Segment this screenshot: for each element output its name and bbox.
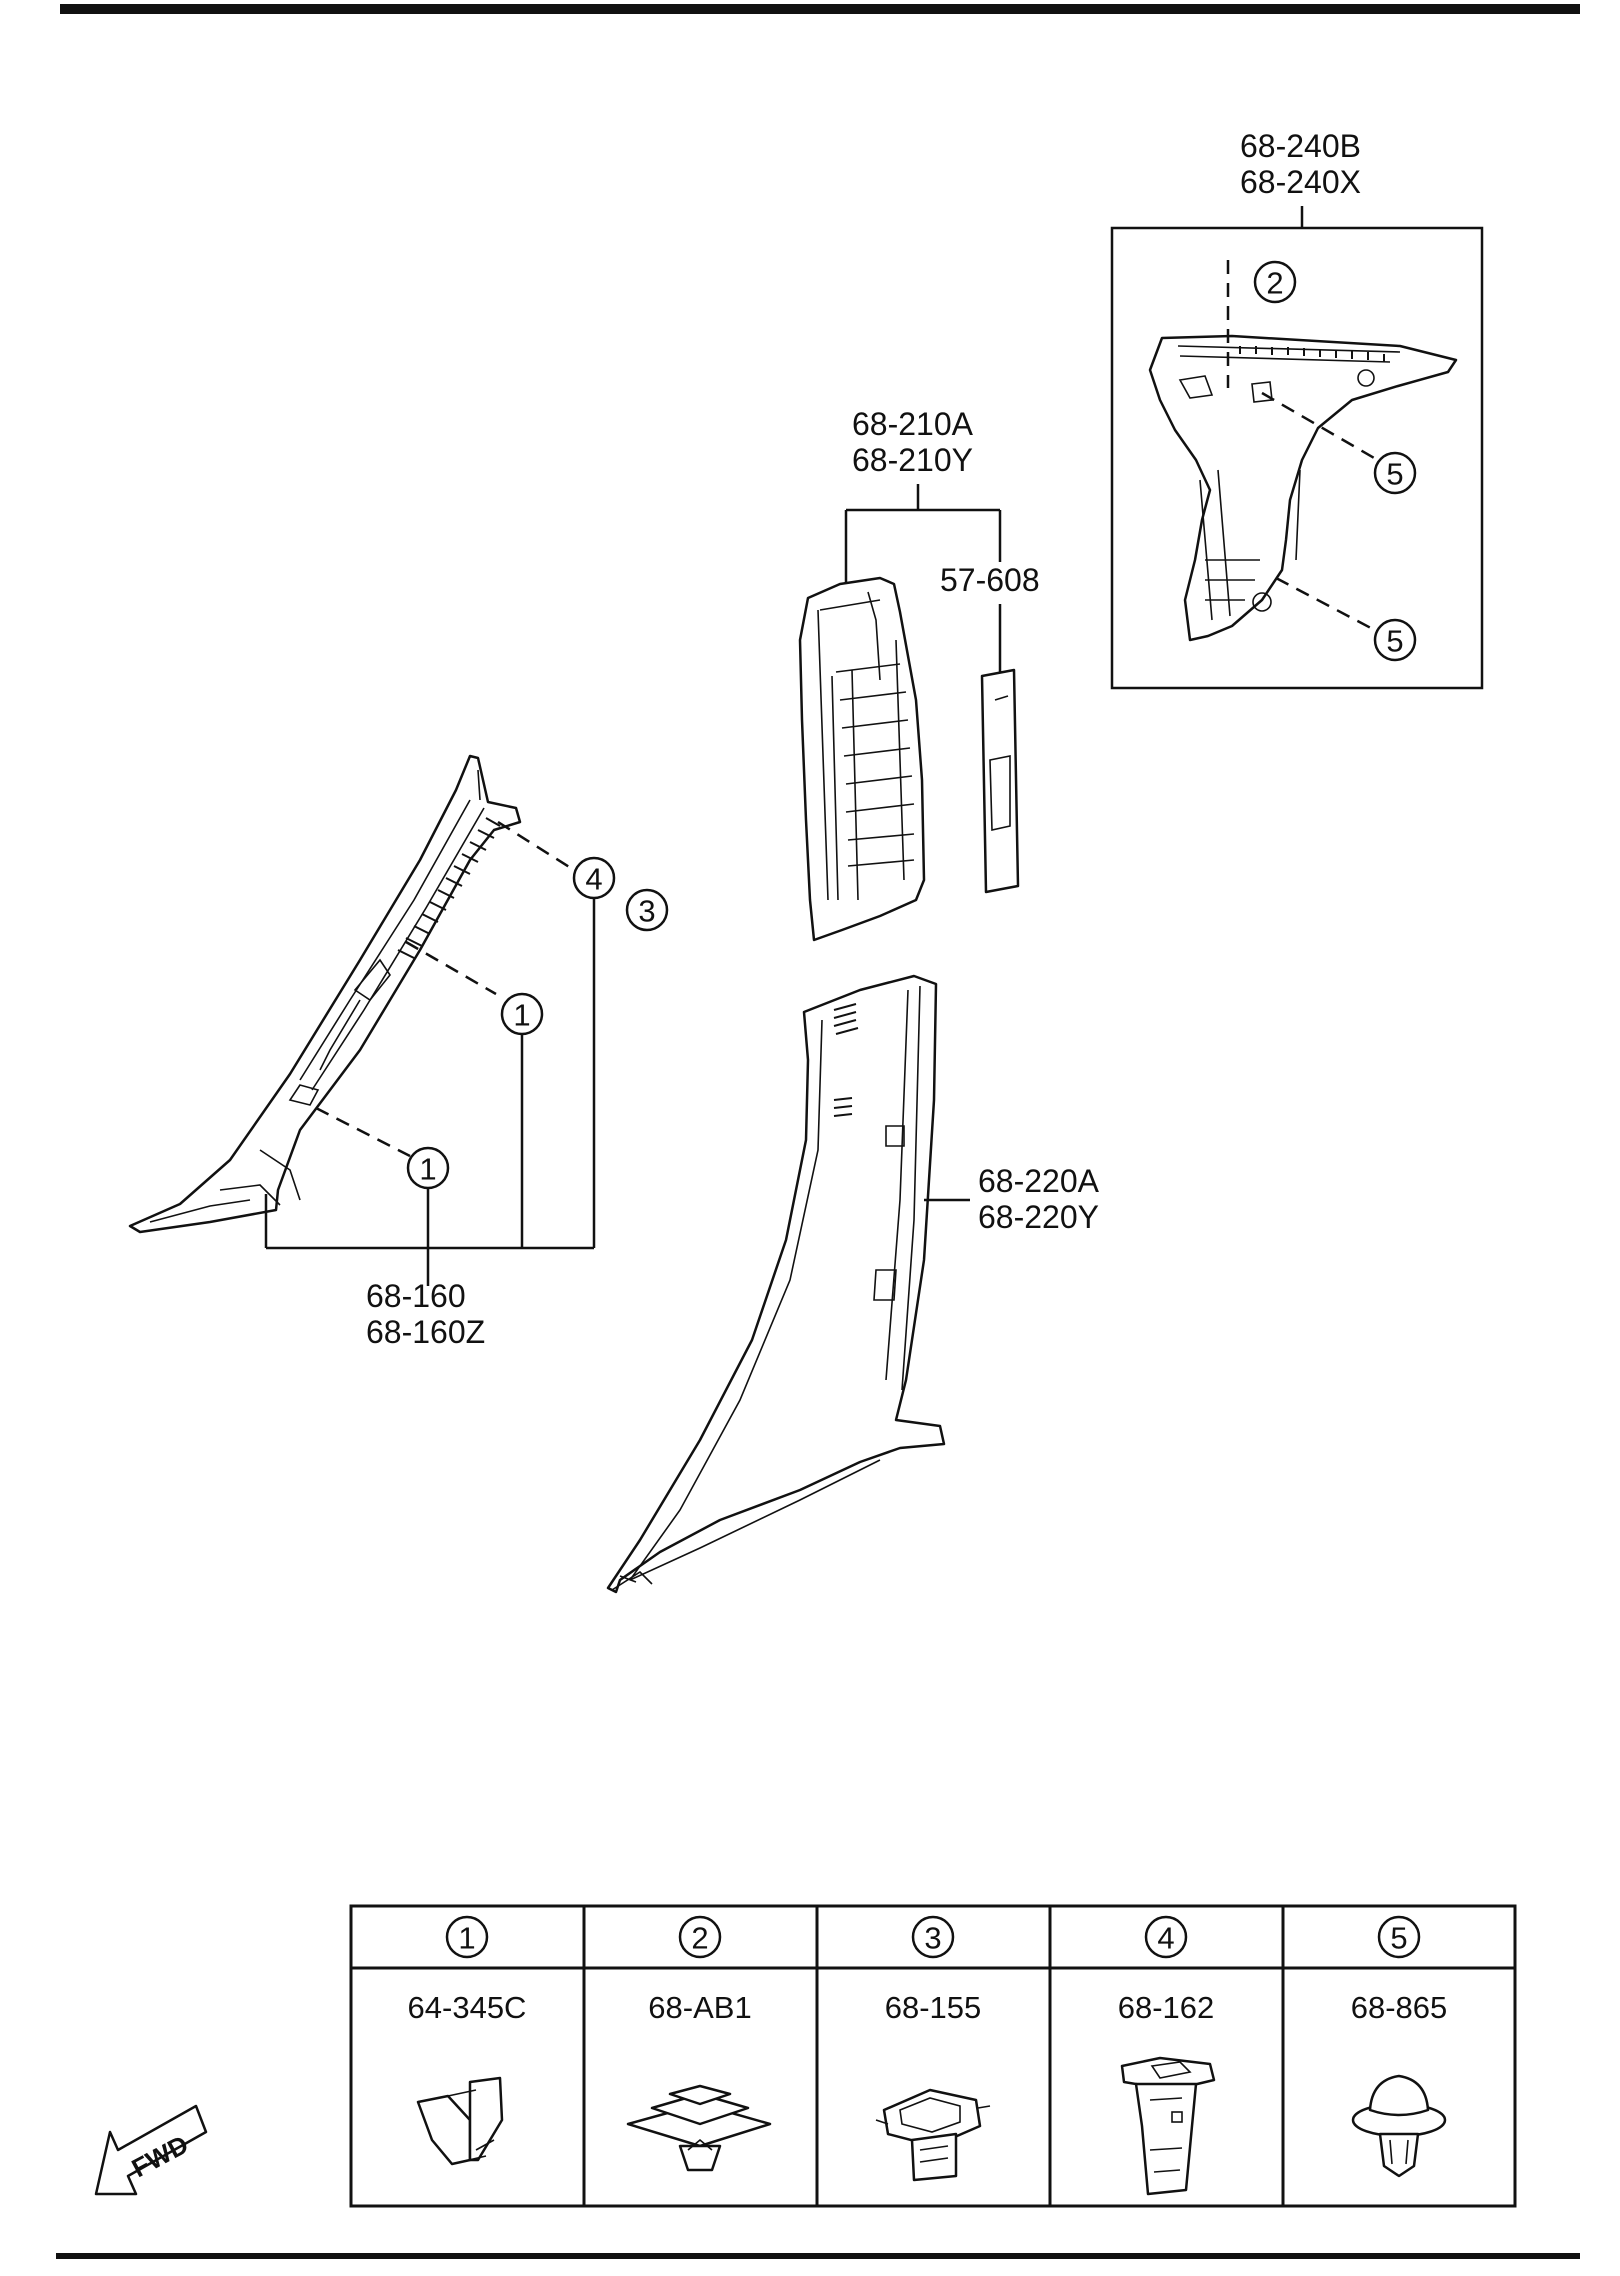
retainer-clip-illustration	[875, 2088, 991, 2182]
stud-clip-illustration	[1120, 2056, 1216, 2196]
fastener-table: 1 64-345C 2 68-AB1 3 68-155 4	[349, 1904, 1517, 2208]
upper-pillar-code-1: 68-210A	[852, 406, 974, 442]
push-clip-illustration	[626, 2084, 772, 2172]
marker-2-rear	[1253, 260, 1297, 304]
table-number-1-circle	[445, 1915, 489, 1959]
marker-5-upper	[1373, 451, 1417, 495]
table-number-5-circle	[1377, 1915, 1421, 1959]
marker-1-upper-label: 1	[513, 998, 530, 1033]
table-part-4: 68-162	[1118, 1990, 1215, 2025]
table-number-2: 2	[691, 1921, 708, 1956]
front-pillar-trim	[128, 754, 522, 1234]
table-number-3-circle	[911, 1915, 955, 1959]
table-number-2-circle	[678, 1915, 722, 1959]
rear-trim-code-1: 68-240B	[1240, 128, 1361, 164]
push-rivet-illustration	[1351, 2074, 1447, 2178]
upper-pillar-code-2: 68-210Y	[852, 442, 973, 478]
marker-5-lower-label: 5	[1386, 624, 1403, 659]
marker-3-label: 3	[638, 894, 655, 929]
rear-trim-box	[1110, 226, 1484, 690]
marker-4-label: 4	[585, 862, 602, 897]
spring-clip-illustration	[416, 2076, 504, 2166]
seal-code: 57-608	[940, 562, 1040, 598]
table-number-4: 4	[1157, 1921, 1174, 1956]
marker-5-upper-label: 5	[1386, 457, 1403, 492]
rear-quarter-trim-panel	[1148, 334, 1458, 642]
table-part-2: 68-AB1	[648, 1990, 751, 2025]
table-number-5: 5	[1390, 1921, 1407, 1956]
marker-5-lower	[1373, 618, 1417, 662]
bottom-rule	[56, 2253, 1580, 2259]
front-pillar-code-2: 68-160Z	[366, 1314, 485, 1350]
pillar-seal-strip	[980, 668, 1020, 894]
table-number-3: 3	[924, 1921, 941, 1956]
rear-trim-code-2: 68-240X	[1240, 164, 1361, 200]
upper-pillar-trim	[798, 576, 926, 942]
table-part-1: 64-345C	[408, 1990, 527, 2025]
upper-pillar-trim-group: 68-210A 68-210Y 57-608	[798, 406, 1040, 942]
center-pillar-code-2: 68-220Y	[978, 1199, 1099, 1235]
front-pillar-code-1: 68-160	[366, 1278, 466, 1314]
forward-direction-arrow: FWD	[94, 2104, 208, 2196]
front-pillar-trim-group: 4 3 1 1 68-160 68-160Z	[128, 754, 669, 1350]
table-number-1: 1	[458, 1921, 475, 1956]
marker-2-rear-label: 2	[1266, 266, 1283, 301]
table-number-4-circle	[1144, 1915, 1188, 1959]
rear-quarter-trim-group: 68-240B 68-240X 2 5 5	[1110, 128, 1484, 690]
lower-pillar-trim	[606, 974, 946, 1594]
table-part-5: 68-865	[1351, 1990, 1448, 2025]
table-part-3: 68-155	[885, 1990, 982, 2025]
marker-3	[625, 888, 669, 932]
lower-pillar-trim-group: 68-220A 68-220Y	[606, 974, 1100, 1594]
center-pillar-code-1: 68-220A	[978, 1163, 1100, 1199]
marker-1-lower-label: 1	[419, 1152, 436, 1187]
top-rule	[60, 4, 1580, 14]
